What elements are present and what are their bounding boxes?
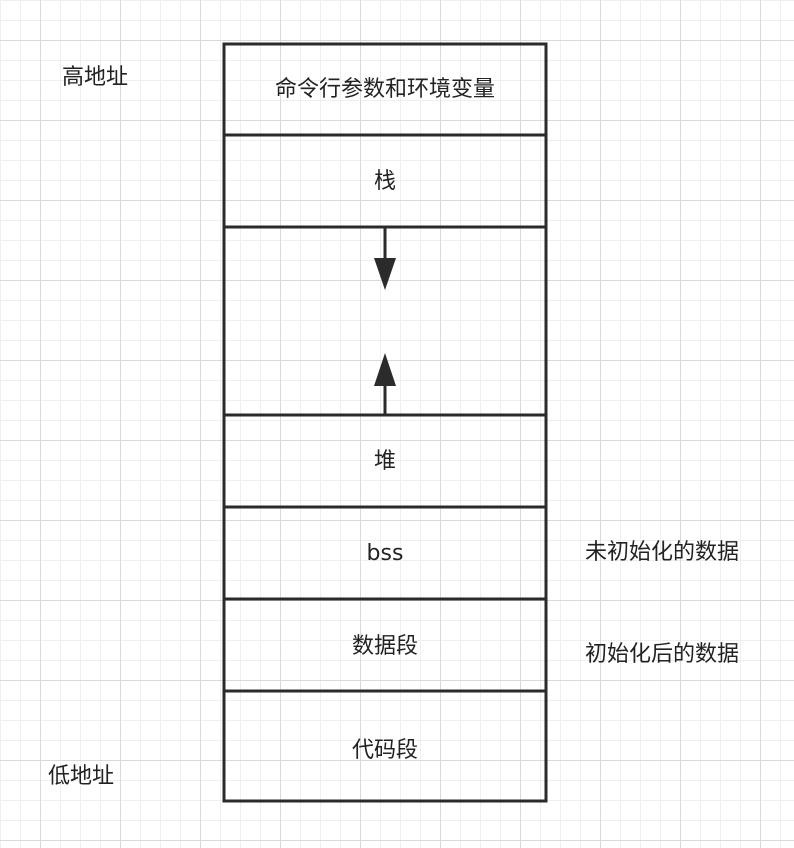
low-address-label: 低地址 (48, 764, 115, 789)
memory-block-outline (222, 42, 548, 803)
segment-cmdline-env: 命令行参数和环境变量 (274, 77, 495, 102)
stack-growth-arrow (374, 227, 396, 290)
segment-text: 代码段 (351, 738, 418, 763)
bss-annotation: 未初始化的数据 (585, 540, 740, 565)
segment-stack: 栈 (373, 169, 396, 194)
segment-heap: 堆 (373, 449, 396, 474)
segment-bss: bss (366, 541, 404, 566)
data-annotation: 初始化后的数据 (585, 642, 740, 667)
segment-data: 数据段 (351, 634, 418, 659)
high-address-label: 高地址 (62, 65, 129, 90)
heap-growth-arrow (374, 353, 396, 415)
